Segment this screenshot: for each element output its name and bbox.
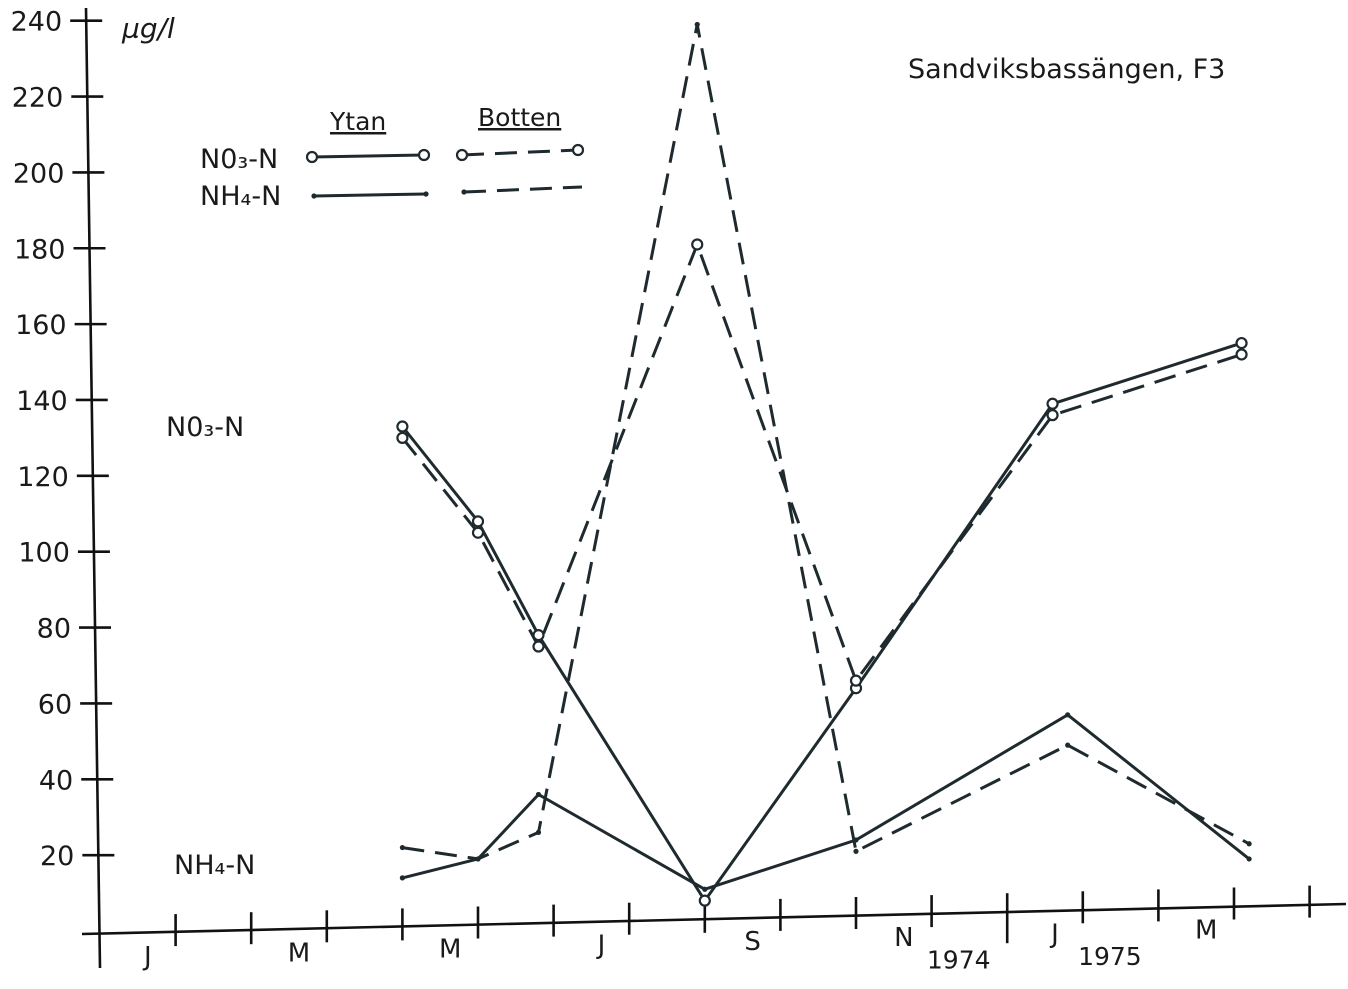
x-ticks: J M M J S N J M 1974 1975 bbox=[142, 885, 1311, 975]
data-point bbox=[698, 894, 711, 907]
legend-nh4-bottom-line bbox=[463, 185, 583, 194]
y-tick-label: 160 bbox=[15, 310, 67, 341]
legend-head-surface: Ytan bbox=[329, 107, 386, 136]
legend: Ytan Botten N0₃-N NH₄-N bbox=[200, 103, 585, 212]
data-point bbox=[475, 856, 481, 862]
series-line bbox=[402, 24, 1250, 861]
x-month-label: M bbox=[1195, 915, 1217, 945]
y-tick-label: 60 bbox=[38, 689, 72, 720]
x-month-label: N bbox=[894, 923, 913, 953]
legend-nh4-surface-dot bbox=[423, 191, 429, 197]
series-label-nh4: NH₄-N bbox=[174, 850, 255, 881]
data-point bbox=[1046, 409, 1059, 422]
x-month-label: J bbox=[596, 931, 606, 961]
y-tick-label: 220 bbox=[12, 83, 64, 114]
data-point bbox=[853, 848, 859, 854]
y-tick-label: 120 bbox=[17, 462, 69, 493]
x-month-label: M bbox=[288, 938, 310, 968]
legend-nh4-surface-line bbox=[313, 192, 427, 198]
data-point bbox=[853, 837, 859, 843]
markers-layer bbox=[396, 21, 1252, 907]
data-point bbox=[1046, 397, 1059, 410]
data-point bbox=[532, 629, 545, 642]
y-unit-label: µg/l bbox=[121, 12, 175, 45]
y-tick-label: 140 bbox=[16, 386, 68, 417]
y-tick-label: 240 bbox=[11, 7, 63, 38]
x-axis bbox=[81, 902, 1347, 936]
data-point bbox=[1235, 336, 1248, 350]
y-tick-label: 200 bbox=[13, 158, 65, 189]
y-ticks: 20 40 60 80 100 120 140 160 180 200 220 240 bbox=[11, 7, 115, 872]
data-point bbox=[849, 674, 863, 687]
legend-nh4-bottom-dot bbox=[461, 189, 467, 195]
legend-no3-label: N0₃-N bbox=[200, 144, 278, 175]
data-point bbox=[1246, 856, 1252, 862]
data-point bbox=[396, 431, 409, 445]
series-line bbox=[402, 712, 1251, 891]
data-point bbox=[535, 829, 542, 835]
data-point bbox=[694, 21, 700, 28]
x-month-label: J bbox=[1049, 919, 1059, 949]
data-point bbox=[471, 526, 485, 539]
legend-no3-bottom-marker bbox=[455, 148, 469, 162]
chart-title: Sandviksbassängen, F3 bbox=[908, 54, 1225, 85]
data-point bbox=[1065, 712, 1071, 718]
legend-nh4-label: NH₄-N bbox=[200, 181, 281, 212]
y-tick-label: 80 bbox=[37, 614, 71, 645]
legend-no3-surface-line bbox=[311, 153, 425, 159]
data-point bbox=[532, 640, 545, 653]
data-point bbox=[399, 875, 405, 881]
x-month-label: M bbox=[439, 934, 461, 964]
y-axis bbox=[84, 7, 102, 969]
x-year-label: 1974 bbox=[927, 946, 991, 975]
legend-no3-surface-marker bbox=[417, 148, 431, 162]
data-point bbox=[1246, 841, 1252, 847]
series-layer bbox=[401, 24, 1251, 904]
data-point bbox=[535, 791, 542, 798]
x-month-label: J bbox=[142, 942, 152, 972]
data-point bbox=[1235, 348, 1248, 361]
legend-no3-surface-marker bbox=[305, 150, 319, 164]
x-year-label: 1975 bbox=[1078, 942, 1142, 971]
y-tick-label: 100 bbox=[18, 538, 70, 569]
data-point bbox=[471, 515, 485, 528]
legend-no3-bottom-marker bbox=[571, 143, 585, 157]
y-tick-label: 180 bbox=[14, 234, 66, 265]
y-tick-label: 40 bbox=[39, 765, 73, 796]
legend-head-bottom: Botten bbox=[478, 103, 561, 132]
data-point bbox=[396, 420, 409, 433]
y-tick-label: 20 bbox=[40, 841, 74, 872]
series-line bbox=[401, 341, 1243, 904]
series-label-no3: N0₃-N bbox=[166, 412, 244, 443]
x-month-label: S bbox=[744, 927, 761, 957]
axes bbox=[81, 7, 1347, 969]
legend-no3-bottom-line bbox=[461, 148, 579, 157]
data-point bbox=[691, 238, 704, 251]
legend-nh4-surface-dot bbox=[311, 193, 317, 199]
data-point bbox=[399, 844, 405, 851]
data-point bbox=[1065, 742, 1071, 748]
data-point bbox=[702, 886, 708, 892]
